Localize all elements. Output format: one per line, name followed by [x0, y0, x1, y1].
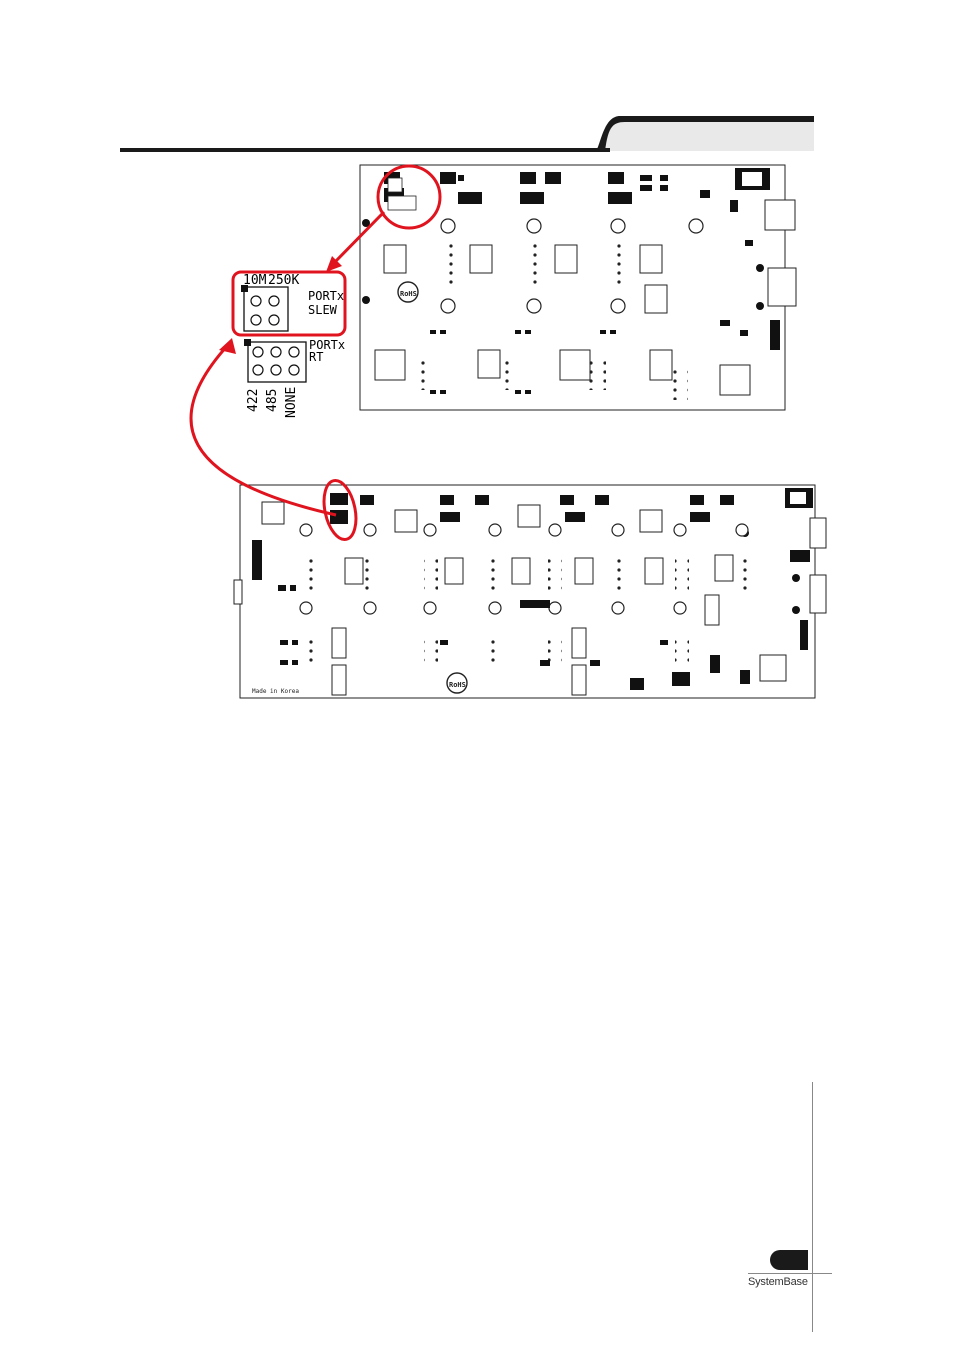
label-485: 485 — [265, 388, 280, 412]
red-arrows — [189, 210, 386, 517]
callout-graphic — [231, 270, 347, 383]
footer-divider — [812, 1082, 813, 1332]
rohs-logo-bottom: RoHS — [449, 681, 466, 689]
label-slew-name: SLEW — [308, 303, 337, 317]
rohs-logo-top: RoHS — [400, 290, 417, 298]
label-rt-name: RT — [309, 350, 324, 364]
made-in-label: Made in Korea — [252, 688, 299, 695]
label-250k: 250K — [268, 273, 300, 288]
bottom-board: RoHS Made in Korea — [233, 478, 827, 699]
top-board: RoHS — [359, 164, 797, 411]
footer-rule — [748, 1273, 832, 1274]
label-422: 422 — [246, 388, 261, 412]
label-10m: 10M — [243, 273, 267, 288]
page-number-badge — [770, 1250, 808, 1270]
label-none: NONE — [284, 386, 299, 418]
label-rt-port: PORTx — [309, 338, 346, 352]
header-rule — [120, 116, 814, 152]
label-slew-port: PORTx — [308, 289, 345, 303]
brand-name: SystemBase — [748, 1276, 808, 1288]
arrow-heads — [219, 256, 342, 354]
